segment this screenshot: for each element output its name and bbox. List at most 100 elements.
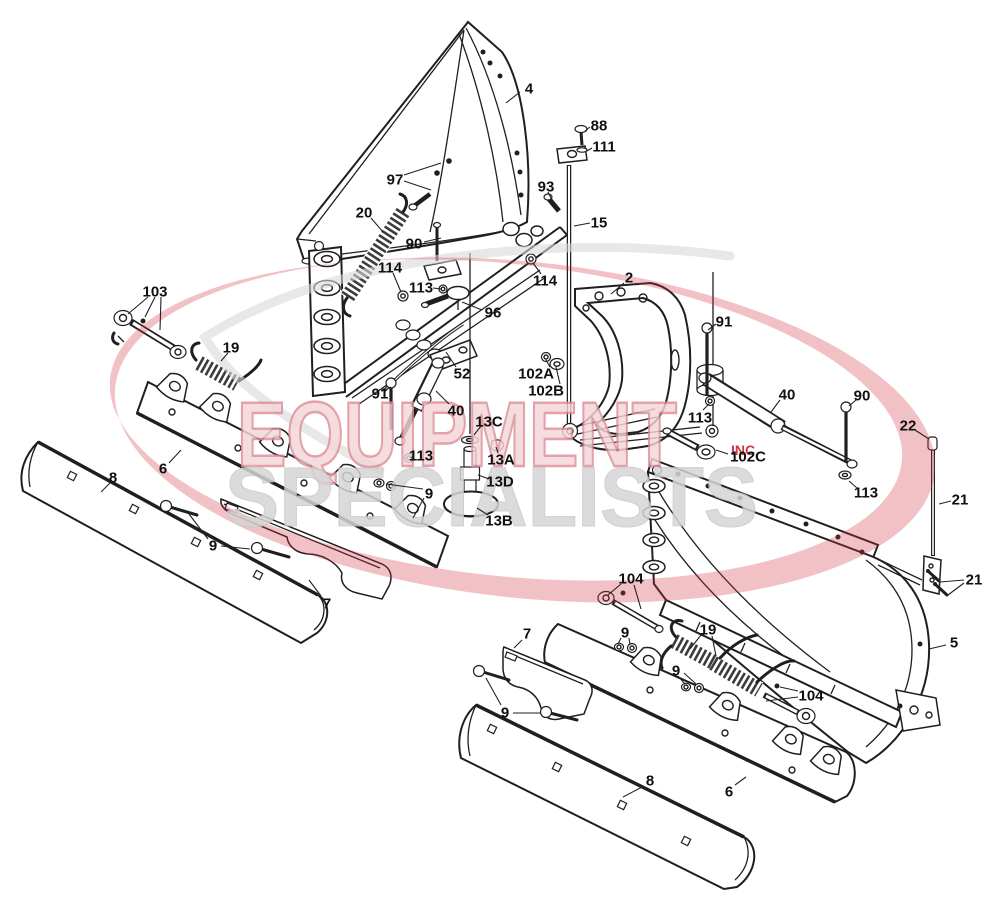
- ball-pin-shaft: [168, 505, 199, 517]
- callout-leader: [370, 217, 384, 233]
- callout-leader: [770, 399, 781, 413]
- callout-leader: [495, 446, 499, 454]
- edge-ear-hole: [168, 380, 181, 392]
- callout-leader: [848, 399, 857, 407]
- callout-leader: [928, 644, 947, 650]
- part-callout-111: 111: [592, 139, 615, 156]
- edge-ear-body: [328, 463, 362, 494]
- callout-leader: [617, 637, 622, 645]
- part-callout-104: 104: [798, 688, 824, 705]
- hinge-bushing: [313, 365, 341, 383]
- cap-22: [927, 436, 938, 451]
- rivet-dot: [514, 150, 520, 156]
- callout-leader: [403, 162, 442, 176]
- part-callout-8: 8: [646, 773, 654, 790]
- hinge-pin-104-bottom: [762, 683, 816, 725]
- edge-ear: [198, 392, 232, 423]
- blade-guide-21: [877, 436, 949, 597]
- callout-leader: [545, 359, 551, 368]
- part-callout-9: 9: [501, 705, 509, 722]
- hinge-pin-104-top: [597, 590, 664, 634]
- bolt-hole: [788, 766, 796, 774]
- callout-leader: [412, 497, 425, 519]
- part-callout-90: 90: [854, 388, 871, 405]
- bolt-hole: [721, 729, 729, 737]
- callout-leader: [485, 677, 502, 706]
- callout-leader: [622, 785, 645, 798]
- carriage-bolt: [486, 723, 498, 735]
- bolt-91-left: [385, 377, 397, 430]
- callout-leader: [610, 282, 625, 295]
- watermark-word-equipment: EQUIPMENT: [237, 384, 677, 486]
- edge-ear-hole: [271, 435, 284, 447]
- hinge-bushing-bore: [648, 509, 660, 517]
- rivet-dot: [737, 495, 743, 501]
- hinge-bushing: [313, 250, 341, 268]
- part-callout-113: 113: [854, 485, 878, 502]
- part-callout-9: 9: [425, 486, 433, 503]
- bolt-hole: [646, 686, 654, 694]
- rivet-dot: [835, 534, 841, 540]
- hinge-bushing-bore: [320, 341, 334, 351]
- edge-ear-body: [258, 427, 292, 458]
- carriage-bolt: [616, 799, 628, 811]
- callout-leader: [848, 480, 858, 489]
- edge-ear-hole: [721, 699, 734, 711]
- edge-ear: [708, 691, 741, 722]
- bolt-hole: [234, 444, 242, 452]
- callout-leader: [159, 296, 162, 331]
- edge-ear: [809, 745, 842, 776]
- hinge-bushing: [642, 559, 666, 575]
- rivet-dot: [497, 73, 503, 79]
- callout-leader: [188, 513, 209, 540]
- hinge-bushing-bore: [320, 312, 334, 322]
- hinge-bushing: [313, 337, 341, 355]
- callout-leader: [677, 675, 686, 685]
- part-callout-13A: 13A: [487, 452, 515, 469]
- bolt-90-right: [840, 401, 852, 462]
- callout-leader: [765, 696, 799, 702]
- ball-pin-shaft: [259, 547, 291, 559]
- callout-leader: [547, 191, 553, 201]
- edge-ear: [328, 463, 362, 494]
- part-callout-19: 19: [700, 622, 717, 639]
- part-callout-9: 9: [672, 663, 680, 680]
- part-callout-21: 21: [966, 572, 983, 589]
- callout-leader: [586, 147, 593, 152]
- callout-leader: [403, 180, 432, 191]
- part-callout-7: 7: [523, 626, 531, 643]
- bolt-hole: [168, 408, 176, 416]
- callout-leader: [308, 579, 322, 597]
- callout-leader: [473, 425, 482, 436]
- edge-ear-hole: [822, 753, 835, 765]
- edge-ear-hole: [211, 400, 224, 412]
- part-callout-13D: 13D: [486, 474, 514, 491]
- watermark-suffix-inc: INC: [731, 442, 755, 458]
- cylinder-40-left: [381, 322, 464, 464]
- hinge-bushing-bore: [648, 563, 660, 571]
- part-callout-4: 4: [525, 81, 534, 98]
- shoe-stem-13d: [459, 445, 481, 497]
- edge-ear-body: [198, 392, 232, 423]
- callout-leader: [385, 483, 424, 490]
- part-callout-13B: 13B: [485, 513, 513, 530]
- callout-leader: [445, 351, 457, 368]
- rivet-dot: [859, 549, 865, 555]
- guide-pins-21: [926, 569, 949, 597]
- hinge-bushing-bore: [648, 482, 660, 490]
- cylinder-40-right: [662, 322, 858, 480]
- part-callout-113: 113: [409, 280, 433, 297]
- callout-leader: [505, 91, 521, 104]
- part-callout-9: 9: [209, 538, 217, 555]
- callout-leader: [477, 474, 490, 480]
- callout-leader: [702, 403, 710, 411]
- edge-ear-hole: [784, 733, 797, 745]
- hinge-bushing-bore: [320, 369, 334, 379]
- rivet-dot: [487, 60, 493, 66]
- rivet-dot: [705, 483, 711, 489]
- part-callout-15: 15: [591, 215, 608, 232]
- hinge-bushing: [642, 532, 666, 548]
- part-callout-6: 6: [725, 784, 733, 801]
